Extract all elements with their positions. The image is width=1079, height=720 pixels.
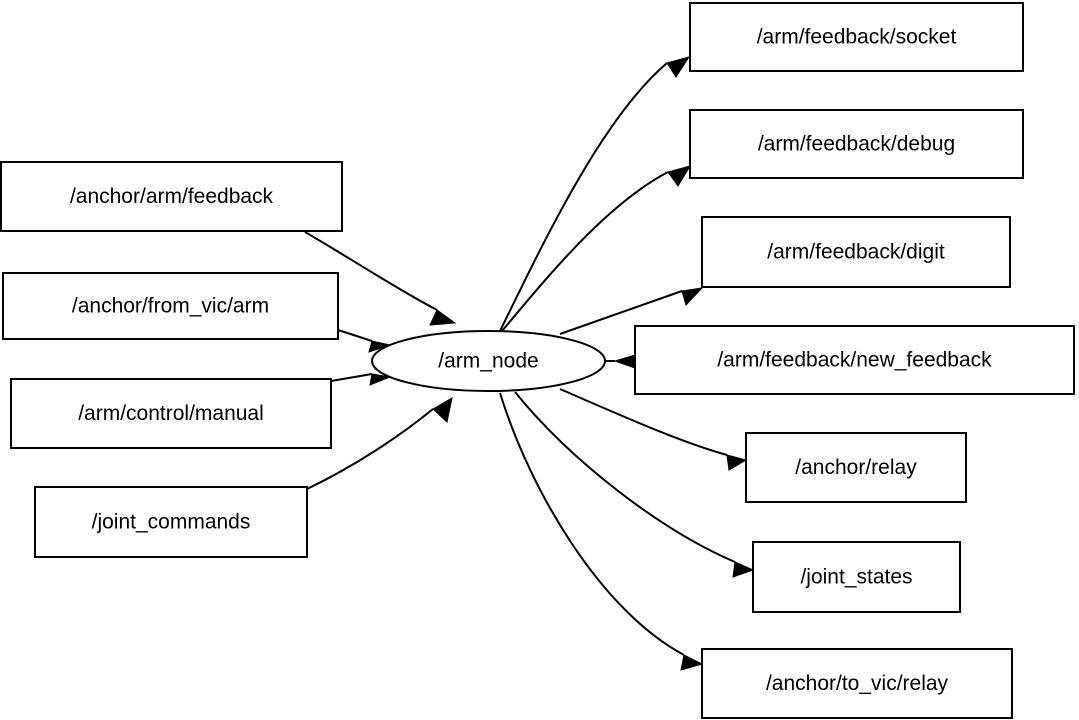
- edge-out-1: [501, 165, 692, 332]
- arrowhead-icon: [681, 287, 704, 306]
- edge-out-5: [514, 391, 755, 578]
- published-topic-box-6[interactable]: /anchor/to_vic/relay: [701, 648, 1013, 719]
- edge-in-2: [330, 373, 392, 386]
- topic-label: /arm/feedback/debug: [758, 133, 955, 156]
- published-topic-box-4[interactable]: /anchor/relay: [745, 432, 967, 503]
- arrowhead-icon: [432, 397, 453, 423]
- subscribed-topic-boxes: /anchor/arm/feedback/anchor/from_vic/arm…: [0, 161, 343, 558]
- topic-label: /arm/feedback/new_feedback: [717, 349, 992, 372]
- edge-out-2: [559, 287, 704, 335]
- arrowhead-icon: [368, 340, 392, 353]
- edge-line: [304, 231, 438, 311]
- topic-label: /arm/control/manual: [78, 402, 264, 425]
- arrowhead-icon: [680, 654, 704, 671]
- edge-out-6: [499, 392, 704, 671]
- published-topic-box-1[interactable]: /arm/feedback/debug: [689, 109, 1024, 179]
- arrowhead-icon: [369, 373, 392, 386]
- edge-in-1: [337, 329, 392, 353]
- edge-line: [559, 290, 683, 335]
- edge-line: [559, 388, 728, 456]
- edge-line: [306, 408, 434, 490]
- arrowhead-icon: [613, 354, 636, 369]
- topic-label: /anchor/to_vic/relay: [766, 672, 949, 695]
- edge-line: [499, 62, 668, 332]
- node-arm-node[interactable]: /arm_node: [371, 330, 606, 392]
- topic-label: /joint_states: [800, 566, 912, 589]
- edge-line: [499, 392, 685, 656]
- arrowhead-icon: [726, 454, 748, 471]
- subscribed-topic-box-1[interactable]: /anchor/from_vic/arm: [2, 272, 339, 340]
- topic-label: /arm/feedback/digit: [767, 241, 945, 264]
- subscribed-topic-box-2[interactable]: /arm/control/manual: [10, 378, 332, 449]
- topic-label: /anchor/from_vic/arm: [72, 295, 269, 318]
- topic-label: /anchor/relay: [795, 456, 917, 479]
- topic-label: /arm/feedback/socket: [757, 26, 957, 49]
- node-label: /arm_node: [438, 350, 538, 373]
- incoming-edges: [304, 231, 457, 490]
- subscribed-topic-box-3[interactable]: /joint_commands: [34, 486, 308, 558]
- edge-in-0: [304, 231, 457, 326]
- edge-out-4: [559, 388, 748, 471]
- published-topic-box-2[interactable]: /arm/feedback/digit: [701, 216, 1011, 288]
- published-topic-boxes: /arm/feedback/socket/arm/feedback/debug /…: [634, 2, 1075, 719]
- arrowhead-icon: [667, 165, 692, 187]
- edge-line: [514, 391, 736, 563]
- arrowhead-icon: [666, 56, 691, 78]
- topic-label: /joint_commands: [92, 511, 251, 534]
- edge-out-3: [605, 354, 636, 369]
- arrowhead-icon: [732, 561, 755, 578]
- published-topic-box-0[interactable]: /arm/feedback/socket: [689, 2, 1024, 72]
- edge-line: [330, 373, 373, 382]
- edge-line: [337, 329, 373, 342]
- topic-label: /anchor/arm/feedback: [70, 185, 274, 208]
- node-ellipse[interactable]: [371, 330, 606, 392]
- published-topic-box-3[interactable]: /arm/feedback/new_feedback: [634, 325, 1075, 395]
- edge-in-3: [306, 397, 453, 490]
- published-topic-box-5[interactable]: /joint_states: [752, 541, 961, 613]
- edge-line: [501, 171, 669, 332]
- subscribed-topic-box-0[interactable]: /anchor/arm/feedback: [0, 161, 343, 232]
- edge-out-0: [499, 56, 691, 332]
- arrowhead-icon: [429, 309, 457, 326]
- outgoing-edges: [499, 56, 755, 671]
